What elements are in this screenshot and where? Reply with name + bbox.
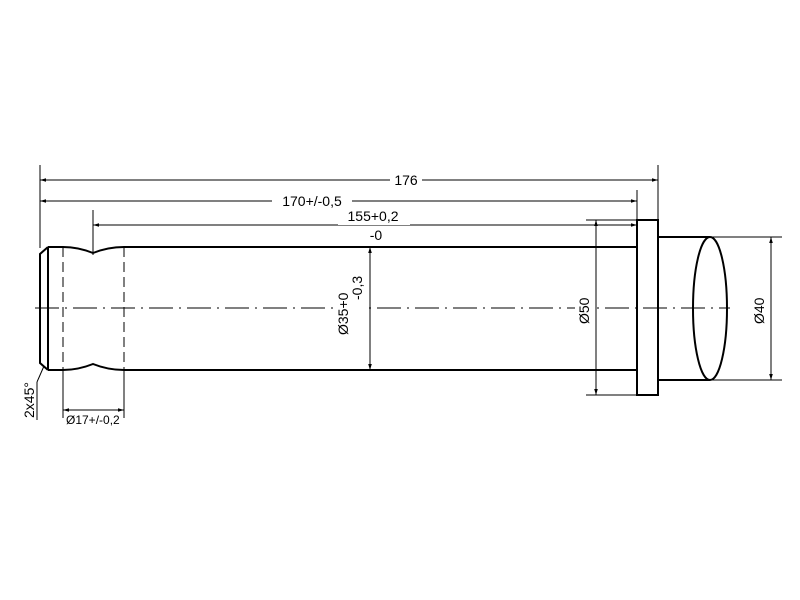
dimension-flange-diameter: Ø50 (575, 220, 598, 395)
dim-35-lower-label: -0,3 (349, 276, 365, 300)
dim-17-label: Ø17+/-0,2 (66, 413, 120, 427)
dimension-length-to-flange: 170+/-0,5 (40, 191, 637, 209)
dim-35-upper-label: Ø35+0 (335, 292, 351, 335)
dim-155-upper-label: 155+0,2 (348, 208, 399, 224)
chamfer-label: 2x45° (21, 382, 37, 418)
dim-155-lower-label: -0 (370, 227, 383, 243)
dim-50-label: Ø50 (576, 297, 592, 324)
dimension-groove-to-flange: 155+0,2 -0 (93, 208, 637, 243)
dim-176-label: 176 (394, 172, 418, 188)
dim-170-label: 170+/-0,5 (282, 193, 342, 209)
dimension-shaft-diameter: Ø35+0 -0,3 (334, 247, 372, 370)
dimension-head-diameter: Ø40 (751, 237, 773, 380)
dimension-groove-diameter: Ø17+/-0,2 (63, 408, 124, 427)
dimension-overall-length: 176 (40, 170, 658, 188)
chamfer-callout: 2x45° (21, 365, 45, 420)
dim-40-label: Ø40 (751, 297, 767, 324)
